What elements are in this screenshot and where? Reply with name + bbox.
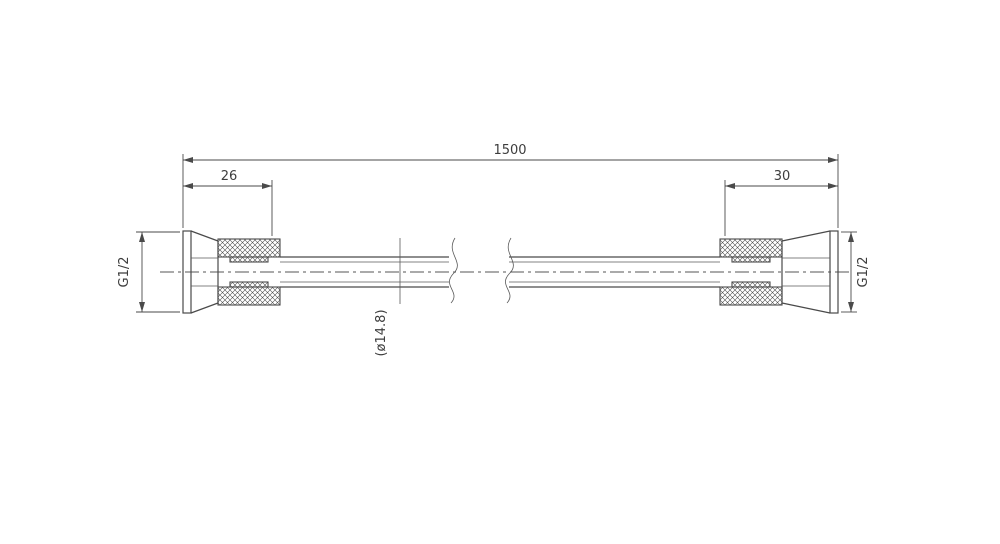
arrowhead-bottom [139, 302, 145, 312]
break-line-right [505, 237, 514, 304]
dimension-right-fitting: 30 [724, 169, 838, 236]
right-flange [829, 230, 839, 314]
dimension-hose-diameter: (ø14.8) [374, 238, 401, 357]
arrowhead-left [183, 157, 193, 163]
right-fitting [719, 230, 839, 314]
dim-total-length-label: 1500 [493, 143, 526, 158]
left-fitting [182, 230, 281, 314]
hose-body [280, 237, 720, 304]
right-sleeve-lip-top [731, 256, 771, 263]
left-crimp-sleeve-bottom [217, 286, 281, 306]
left-cone-bottom [190, 302, 219, 314]
arrowhead-right [262, 183, 272, 189]
dimension-left-fitting: 26 [183, 169, 273, 236]
arrowhead-left [725, 183, 735, 189]
right-cone-bottom [781, 302, 831, 314]
arrowhead-right [828, 183, 838, 189]
arrowhead-left [183, 183, 193, 189]
break-line-left [449, 237, 458, 304]
dimension-right-thread: G1/2 [841, 231, 871, 313]
dim-left-thread-label: G1/2 [117, 257, 132, 288]
left-crimp-sleeve-top [217, 238, 281, 258]
left-sleeve-lip-top [229, 256, 269, 263]
arrowhead-right [828, 157, 838, 163]
left-sleeve-lip-bottom [229, 281, 269, 288]
dim-right-fitting-label: 30 [774, 169, 791, 184]
right-crimp-sleeve-bottom [719, 286, 783, 306]
left-flange [182, 230, 192, 314]
arrowhead-top [139, 232, 145, 242]
dim-right-thread-label: G1/2 [856, 257, 871, 288]
right-sleeve-lip-bottom [731, 281, 771, 288]
left-cone-top [190, 230, 219, 242]
dim-hose-diameter-label: (ø14.8) [374, 309, 389, 356]
right-cone-top [781, 230, 831, 242]
right-crimp-sleeve-top [719, 238, 783, 258]
arrowhead-top [848, 232, 854, 242]
dimension-total-length: 1500 [182, 143, 839, 228]
dimension-left-thread: G1/2 [117, 231, 180, 313]
arrowhead-bottom [848, 302, 854, 312]
dim-left-fitting-label: 26 [221, 169, 238, 184]
